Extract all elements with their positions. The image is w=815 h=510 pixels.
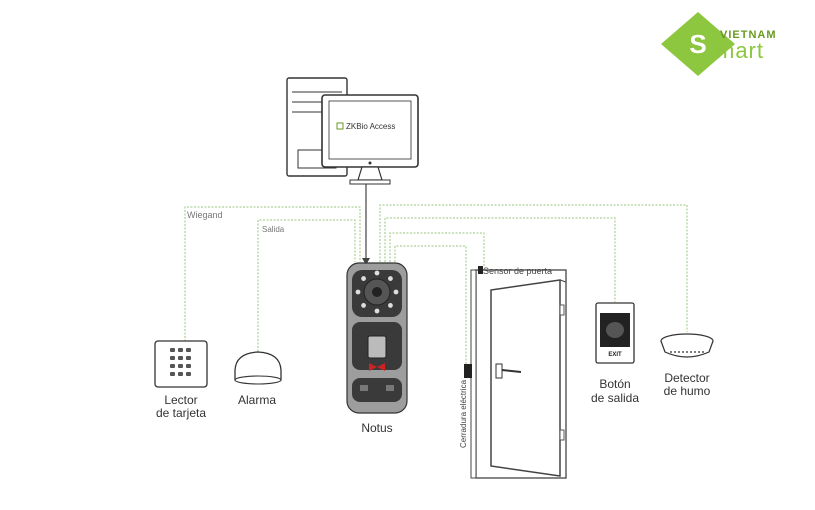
wire-smoke	[379, 204, 688, 332]
salida-label: Salida	[262, 225, 285, 234]
card-reader-label-line2: de tarjeta	[156, 406, 206, 420]
keypad-key	[170, 364, 175, 368]
keypad-key	[186, 356, 191, 360]
ir-led	[374, 270, 380, 276]
wiegand-label: Wiegand	[187, 210, 223, 220]
keypad-key	[170, 372, 175, 376]
keypad-key	[178, 364, 183, 368]
door-sensor-device	[478, 266, 483, 274]
alarm-label: Alarma	[238, 393, 276, 407]
keypad-key	[178, 356, 183, 360]
ir-led	[393, 289, 399, 295]
logo-main-text: mart	[716, 38, 764, 63]
smoke-detector-device	[660, 333, 714, 358]
wire-door-sensor	[389, 232, 485, 266]
exit-button-label-line2: de salida	[591, 391, 639, 405]
wire-exit	[384, 217, 616, 302]
wire-lock	[394, 245, 467, 370]
exit-button-text: EXIT	[608, 352, 622, 358]
vent-hole	[670, 351, 672, 353]
ir-led	[361, 276, 366, 281]
keypad-key	[186, 364, 191, 368]
exit-button-label-line1: Botón	[599, 377, 630, 391]
vent-hole	[686, 351, 688, 353]
exit-button-device: EXIT	[595, 302, 635, 364]
logo-top-text: VIETNAM	[720, 29, 777, 41]
monitor: ZKBio Access	[321, 94, 419, 185]
notus-terminal	[346, 262, 408, 414]
ir-led	[355, 289, 361, 295]
ir-led	[388, 303, 393, 308]
logo-diamond	[661, 12, 735, 76]
keypad-key	[170, 348, 175, 352]
ir-led	[361, 303, 366, 308]
vent-hole	[678, 351, 680, 353]
keypad-key	[186, 372, 191, 376]
keypad-key	[178, 372, 183, 376]
electric-lock-device	[464, 364, 472, 378]
keypad-key	[178, 348, 183, 352]
door	[464, 266, 567, 479]
logo-s-letter: S	[689, 29, 706, 59]
vent-hole	[698, 351, 700, 353]
ir-led	[374, 308, 380, 314]
vietnam-smart-logo: S VIETNAM mart	[661, 12, 777, 76]
wire-salida	[257, 219, 356, 362]
wires	[184, 204, 688, 370]
vent-hole	[682, 351, 684, 353]
card-reader-device	[154, 340, 208, 388]
vent-hole	[674, 351, 676, 353]
vent-hole	[690, 351, 692, 353]
wire-wiegand	[184, 206, 361, 345]
card-reader-label-line1: Lector	[164, 393, 197, 407]
software-name: ZKBio Access	[346, 122, 395, 131]
smoke-detector-label-line2: de humo	[664, 384, 711, 398]
vent-hole	[702, 351, 704, 353]
smoke-detector-label-line1: Detector	[664, 371, 709, 385]
vent-hole	[694, 351, 696, 353]
door-sensor-label: Sensor de puerta	[483, 266, 552, 276]
ir-led	[388, 276, 393, 281]
keypad-key	[186, 348, 191, 352]
notus-label: Notus	[361, 421, 392, 435]
keypad-key	[170, 356, 175, 360]
alarm-device	[234, 351, 282, 385]
electric-lock-label: Cerradura eléctrica	[459, 379, 468, 448]
network-arrow	[362, 258, 370, 265]
